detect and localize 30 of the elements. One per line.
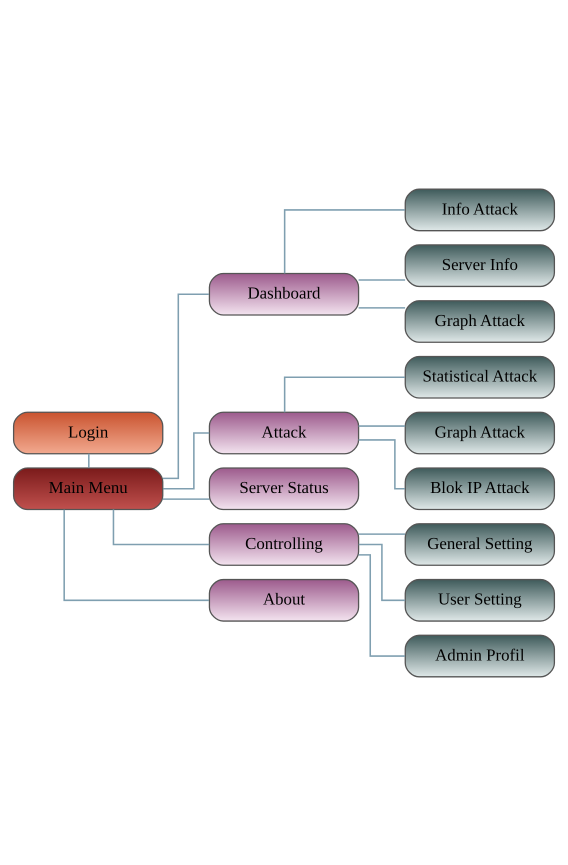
node-box: Server Status	[208, 466, 360, 510]
node-box: Server Info	[404, 244, 556, 287]
connector	[358, 554, 405, 656]
node-box: Graph Attack	[404, 300, 556, 342]
connector	[88, 453, 90, 468]
connector	[163, 292, 209, 479]
connector	[63, 509, 209, 601]
node-box: Blok IP Attack	[404, 466, 556, 510]
node-box: Main Menu	[12, 466, 164, 510]
node-box: Attack	[208, 411, 360, 454]
node-box: Statistical Attack	[404, 355, 556, 398]
connector	[284, 208, 405, 273]
node-box: Info Attack	[404, 188, 556, 231]
node-box: User Setting	[404, 578, 556, 622]
connector	[162, 498, 210, 500]
connector	[358, 438, 405, 490]
connector	[112, 509, 210, 545]
connector	[358, 278, 406, 280]
connector	[358, 306, 406, 308]
node-box: Admin Profil	[404, 634, 556, 677]
node-box: Login	[12, 411, 164, 454]
node-box: General Setting	[404, 522, 556, 566]
node-box: Graph Attack	[404, 411, 556, 454]
connector	[284, 376, 405, 412]
connector	[358, 424, 406, 426]
node-box: Dashboard	[208, 272, 360, 316]
connector	[358, 532, 406, 534]
connector	[358, 543, 406, 601]
node-box: About	[208, 578, 360, 622]
node-box: Controlling	[208, 522, 360, 566]
